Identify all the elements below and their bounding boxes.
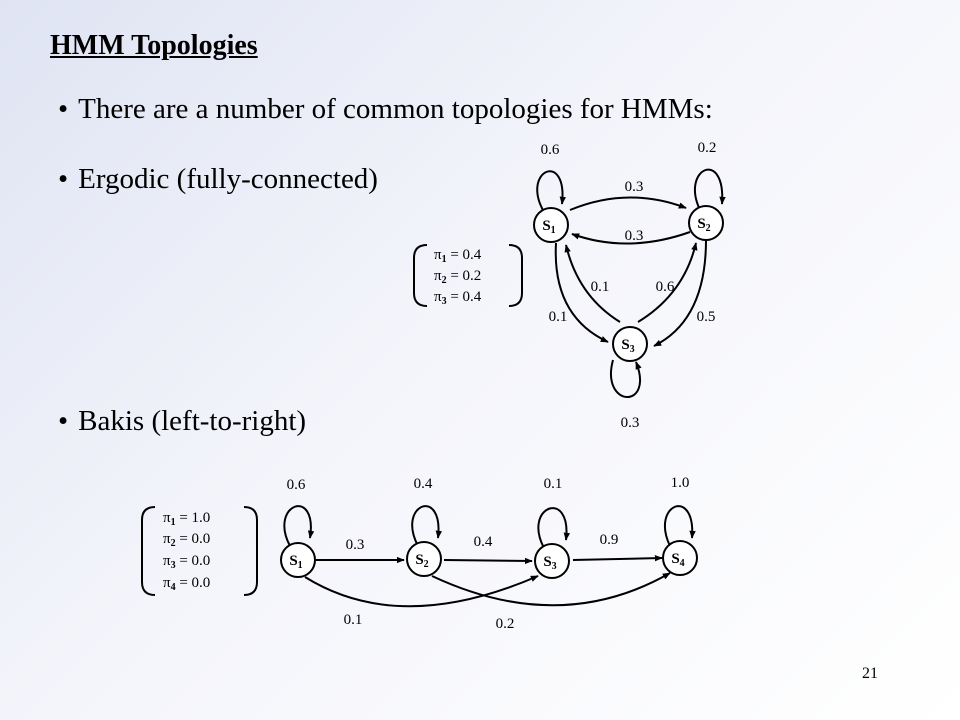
ergodic-state-s1: S1 <box>533 207 569 243</box>
ergodic-state-s2: S2 <box>688 205 724 241</box>
bakis-edge-s1-s3-label: 0.1 <box>344 612 363 628</box>
ergodic-edge-s2-s3-label: 0.5 <box>697 309 716 325</box>
ergodic-self-loop-s1 <box>536 170 566 213</box>
page-number: 21 <box>862 665 878 682</box>
svg-text:S2: S2 <box>415 552 428 570</box>
bakis-self-loop-s4 <box>664 505 696 547</box>
bakis-pi-4: π4 = 0.0 <box>163 575 210 593</box>
bakis-initial-probabilities: π1 = 1.0 π2 = 0.0 π3 = 0.0 π4 = 0.0 <box>141 506 258 596</box>
bakis-edge-s3-s4 <box>572 554 663 562</box>
bakis-edge-s2-s4-label: 0.2 <box>496 616 515 632</box>
bakis-edge-s2-s4 <box>431 572 671 607</box>
bakis-edge-s1-s3 <box>304 575 539 608</box>
bakis-self-loop-s3-label: 0.1 <box>544 476 563 492</box>
ergodic-pi-1: π1 = 0.4 <box>434 247 482 265</box>
bullet-bakis: • Bakis (left-to-right) <box>58 405 306 438</box>
bakis-self-loop-s3 <box>537 507 570 549</box>
bakis-edge-s2-s3 <box>443 557 533 565</box>
bullet-text: Ergodic (fully-connected) <box>78 163 378 195</box>
bakis-diagram: S1 S2 S3 S4 0.6 0.4 0.1 1.0 0.3 0.4 0.9 … <box>141 475 698 632</box>
ergodic-edge-s1-s2-label: 0.3 <box>625 179 644 195</box>
bullet-ergodic: • Ergodic (fully-connected) <box>58 163 378 196</box>
bullet-dot: • <box>58 93 69 125</box>
ergodic-self-loop-s1-label: 0.6 <box>541 142 560 158</box>
svg-text:S2: S2 <box>697 216 710 234</box>
ergodic-pi-2: π2 = 0.2 <box>434 268 481 286</box>
ergodic-pi-3: π3 = 0.4 <box>434 289 482 307</box>
svg-text:S4: S4 <box>671 551 684 569</box>
bakis-self-loop-s4-label: 1.0 <box>671 475 690 491</box>
svg-text:S3: S3 <box>621 337 634 355</box>
svg-text:S1: S1 <box>542 218 555 236</box>
slide-title: HMM Topologies <box>50 30 258 61</box>
bakis-self-loop-s2 <box>411 505 442 547</box>
ergodic-edge-s1-s3 <box>554 242 609 343</box>
ergodic-edge-s2-s3 <box>653 239 707 347</box>
bakis-edge-s1-s2-label: 0.3 <box>346 537 365 553</box>
right-bracket <box>508 244 523 307</box>
bakis-self-loop-s2-label: 0.4 <box>414 476 433 492</box>
bullet-text: Bakis (left-to-right) <box>78 405 307 437</box>
bakis-state-s2: S2 <box>406 541 442 577</box>
bakis-pi-1: π1 = 1.0 <box>163 510 210 528</box>
left-bracket <box>141 506 156 596</box>
svg-text:S3: S3 <box>543 554 556 572</box>
ergodic-edge-s3-s1-label: 0.1 <box>591 279 610 295</box>
right-bracket <box>243 506 258 596</box>
bullet-dot: • <box>58 163 69 195</box>
ergodic-self-loop-s2-label: 0.2 <box>698 140 717 156</box>
bakis-state-s3: S3 <box>534 543 570 579</box>
ergodic-edge-s3-s2-label: 0.6 <box>656 279 675 295</box>
bakis-state-s4: S4 <box>662 540 698 576</box>
ergodic-state-s3: S3 <box>612 326 648 362</box>
ergodic-self-loop-s2 <box>694 168 726 211</box>
bullet-topologies-intro: • There are a number of common topologies… <box>58 93 713 126</box>
bakis-self-loop-s1 <box>283 505 315 547</box>
ergodic-self-loop-s3 <box>610 359 642 398</box>
bakis-edge-s3-s4-label: 0.9 <box>600 532 619 548</box>
bakis-edge-s2-s3-label: 0.4 <box>474 534 493 550</box>
ergodic-edge-s2-s1 <box>571 231 691 245</box>
bullet-text: There are a number of common topologies … <box>78 93 713 125</box>
ergodic-edge-s3-s1 <box>564 244 621 323</box>
bakis-pi-2: π2 = 0.0 <box>163 531 210 549</box>
bullet-dot: • <box>58 405 69 437</box>
ergodic-diagram: S1 S2 S3 0.6 0.2 0.3 0.3 0.3 0.1 0.1 0.5… <box>413 140 726 431</box>
ergodic-edge-s1-s3-label: 0.1 <box>549 309 568 325</box>
ergodic-edge-s3-s2 <box>637 242 698 323</box>
left-bracket <box>413 244 428 307</box>
bakis-pi-3: π3 = 0.0 <box>163 553 210 571</box>
ergodic-initial-probabilities: π1 = 0.4 π2 = 0.2 π3 = 0.4 <box>413 244 523 307</box>
ergodic-edge-s1-s2 <box>569 196 687 211</box>
bakis-self-loop-s1-label: 0.6 <box>287 477 306 493</box>
bakis-state-s1: S1 <box>280 542 316 578</box>
svg-text:S1: S1 <box>289 553 302 571</box>
ergodic-edge-s2-s1-label: 0.3 <box>625 228 644 244</box>
ergodic-self-loop-s3-label: 0.3 <box>621 415 640 431</box>
